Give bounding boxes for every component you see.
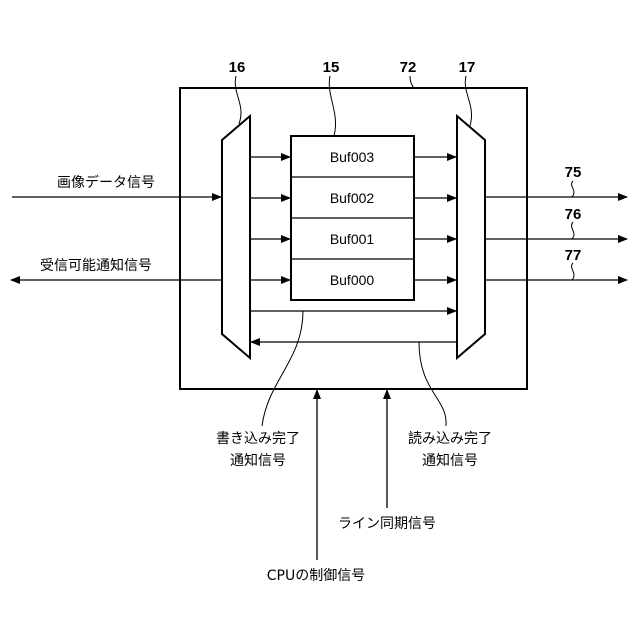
label-receive-ready: 受信可能通知信号 [40, 257, 152, 274]
leader-write-done [262, 311, 303, 426]
label-read-done-line2: 通知信号 [422, 452, 478, 469]
leader-72 [410, 76, 414, 88]
leader-16 [235, 76, 241, 124]
ref-16: 16 [229, 59, 246, 76]
leader-read-done [419, 342, 446, 426]
buffer-label-buf000: Buf000 [330, 272, 375, 288]
leader-76 [572, 222, 574, 239]
buffer-label-buf001: Buf001 [330, 231, 375, 247]
label-read-done-line1: 読み込み完了 [408, 430, 492, 447]
label-write-done-line1: 書き込み完了 [216, 431, 300, 447]
ref-77: 77 [565, 247, 582, 264]
label-cpu-control: CPUの制御信号 [267, 568, 365, 584]
ref-76: 76 [565, 206, 582, 223]
mux-trapezoid [457, 116, 485, 358]
ref-72: 72 [400, 59, 417, 76]
buffer-label-buf002: Buf002 [330, 190, 375, 206]
leader-17 [465, 76, 471, 126]
ref-15: 15 [323, 59, 340, 76]
leader-15 [329, 76, 335, 136]
label-line-sync: ライン同期信号 [338, 516, 436, 532]
leader-77 [572, 263, 574, 280]
leader-75 [572, 181, 574, 197]
label-write-done-line2: 通知信号 [230, 452, 286, 469]
demux-trapezoid [222, 116, 250, 358]
ref-75: 75 [565, 164, 582, 181]
label-image-data: 画像データ信号 [57, 174, 155, 191]
buffer-stack: Buf003 Buf002 Buf001 Buf000 [291, 136, 414, 300]
ref-17: 17 [459, 59, 476, 76]
buffer-label-buf003: Buf003 [330, 149, 375, 165]
